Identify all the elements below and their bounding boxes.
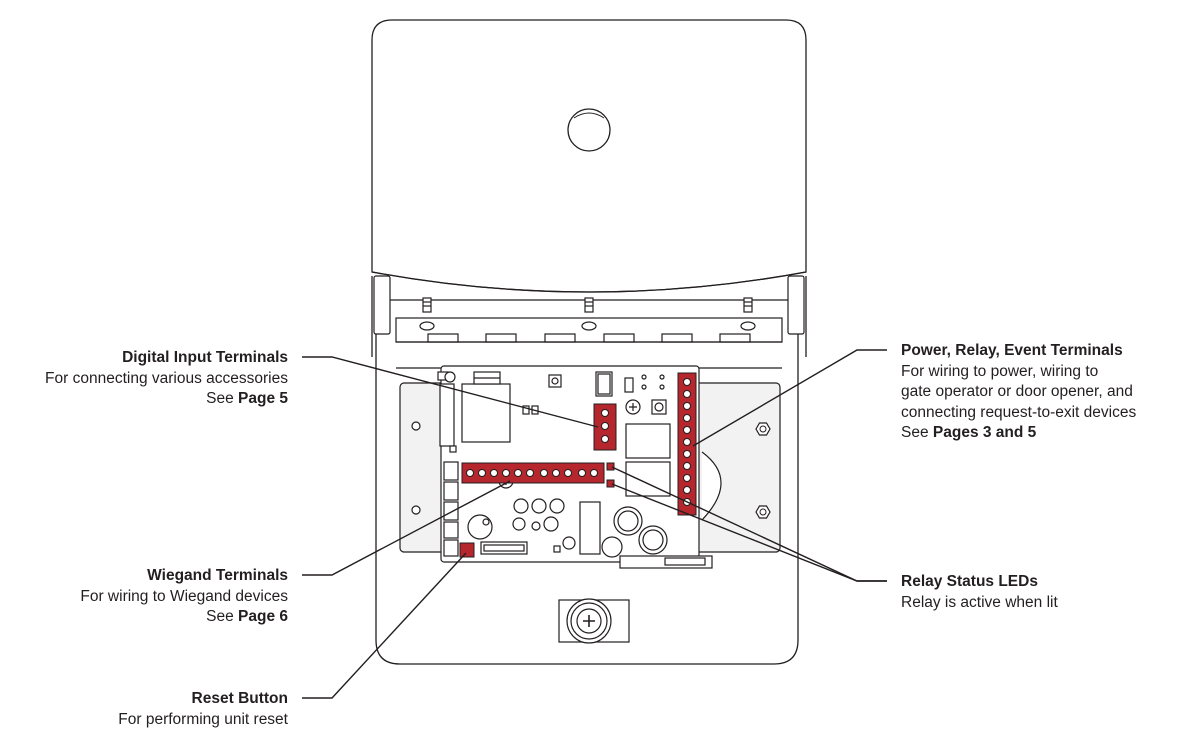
callout-reference: See Page 5 bbox=[45, 389, 288, 410]
page-reference: Pages 3 and 5 bbox=[932, 424, 1037, 441]
board-screw-right bbox=[625, 399, 641, 415]
leader-power bbox=[692, 349, 887, 447]
callout-title: Relay Status LEDs bbox=[901, 573, 1038, 590]
callout-wiegand: Wiegand Terminals For wiring to Wiegand … bbox=[80, 566, 288, 628]
cable-gland bbox=[558, 598, 630, 644]
callout-description-line: For wiring to power, wiring to bbox=[901, 362, 1099, 380]
see-prefix: See bbox=[206, 390, 239, 407]
callout-relay-status-leds: Relay Status LEDs Relay is active when l… bbox=[901, 572, 1058, 613]
callout-description: For performing unit reset bbox=[118, 710, 288, 728]
hinge-rail bbox=[373, 275, 805, 369]
callout-title: Reset Button bbox=[191, 690, 288, 707]
cover-button bbox=[567, 108, 611, 152]
leader-relay-lower bbox=[611, 483, 887, 582]
leader-wiegand bbox=[302, 480, 511, 576]
callout-power-relay-event: Power, Relay, Event Terminals For wiring… bbox=[901, 341, 1136, 444]
leader-digital-input bbox=[302, 356, 599, 428]
reset-button bbox=[459, 542, 475, 558]
digital-input-terminals bbox=[593, 403, 617, 451]
callout-description-line: gate operator or door opener, and bbox=[901, 383, 1133, 400]
wiegand-terminals bbox=[461, 462, 605, 484]
leader-reset bbox=[302, 552, 467, 699]
enclosure-upper-cover bbox=[371, 19, 807, 293]
callout-title: Digital Input Terminals bbox=[122, 349, 288, 366]
cover-curved-lip bbox=[371, 271, 807, 293]
callout-reset: Reset Button For performing unit reset bbox=[118, 689, 288, 730]
callout-description: For connecting various accessories bbox=[45, 369, 288, 387]
plate-nut-bottom bbox=[755, 505, 771, 519]
power-relay-event-terminals bbox=[677, 372, 697, 516]
page-reference: Page 6 bbox=[238, 608, 288, 625]
leader-lines bbox=[302, 349, 887, 699]
callout-description-line: connecting request-to-exit devices bbox=[901, 403, 1137, 421]
callout-title: Power, Relay, Event Terminals bbox=[901, 342, 1123, 359]
page-reference: Page 5 bbox=[238, 390, 288, 407]
callout-digital-input: Digital Input Terminals For connecting v… bbox=[45, 348, 288, 410]
see-prefix: See bbox=[206, 608, 239, 625]
callout-reference: See Page 6 bbox=[80, 607, 288, 628]
hinge-bolts bbox=[419, 297, 756, 331]
relay-status-leds bbox=[606, 462, 615, 488]
see-prefix: See bbox=[901, 424, 933, 441]
callout-title: Wiegand Terminals bbox=[147, 567, 288, 584]
plate-nut-top bbox=[755, 422, 771, 436]
callout-description: Relay is active when lit bbox=[901, 593, 1058, 611]
callout-reference: See Pages 3 and 5 bbox=[901, 423, 1136, 444]
callout-description: For wiring to Wiegand devices bbox=[80, 587, 288, 605]
